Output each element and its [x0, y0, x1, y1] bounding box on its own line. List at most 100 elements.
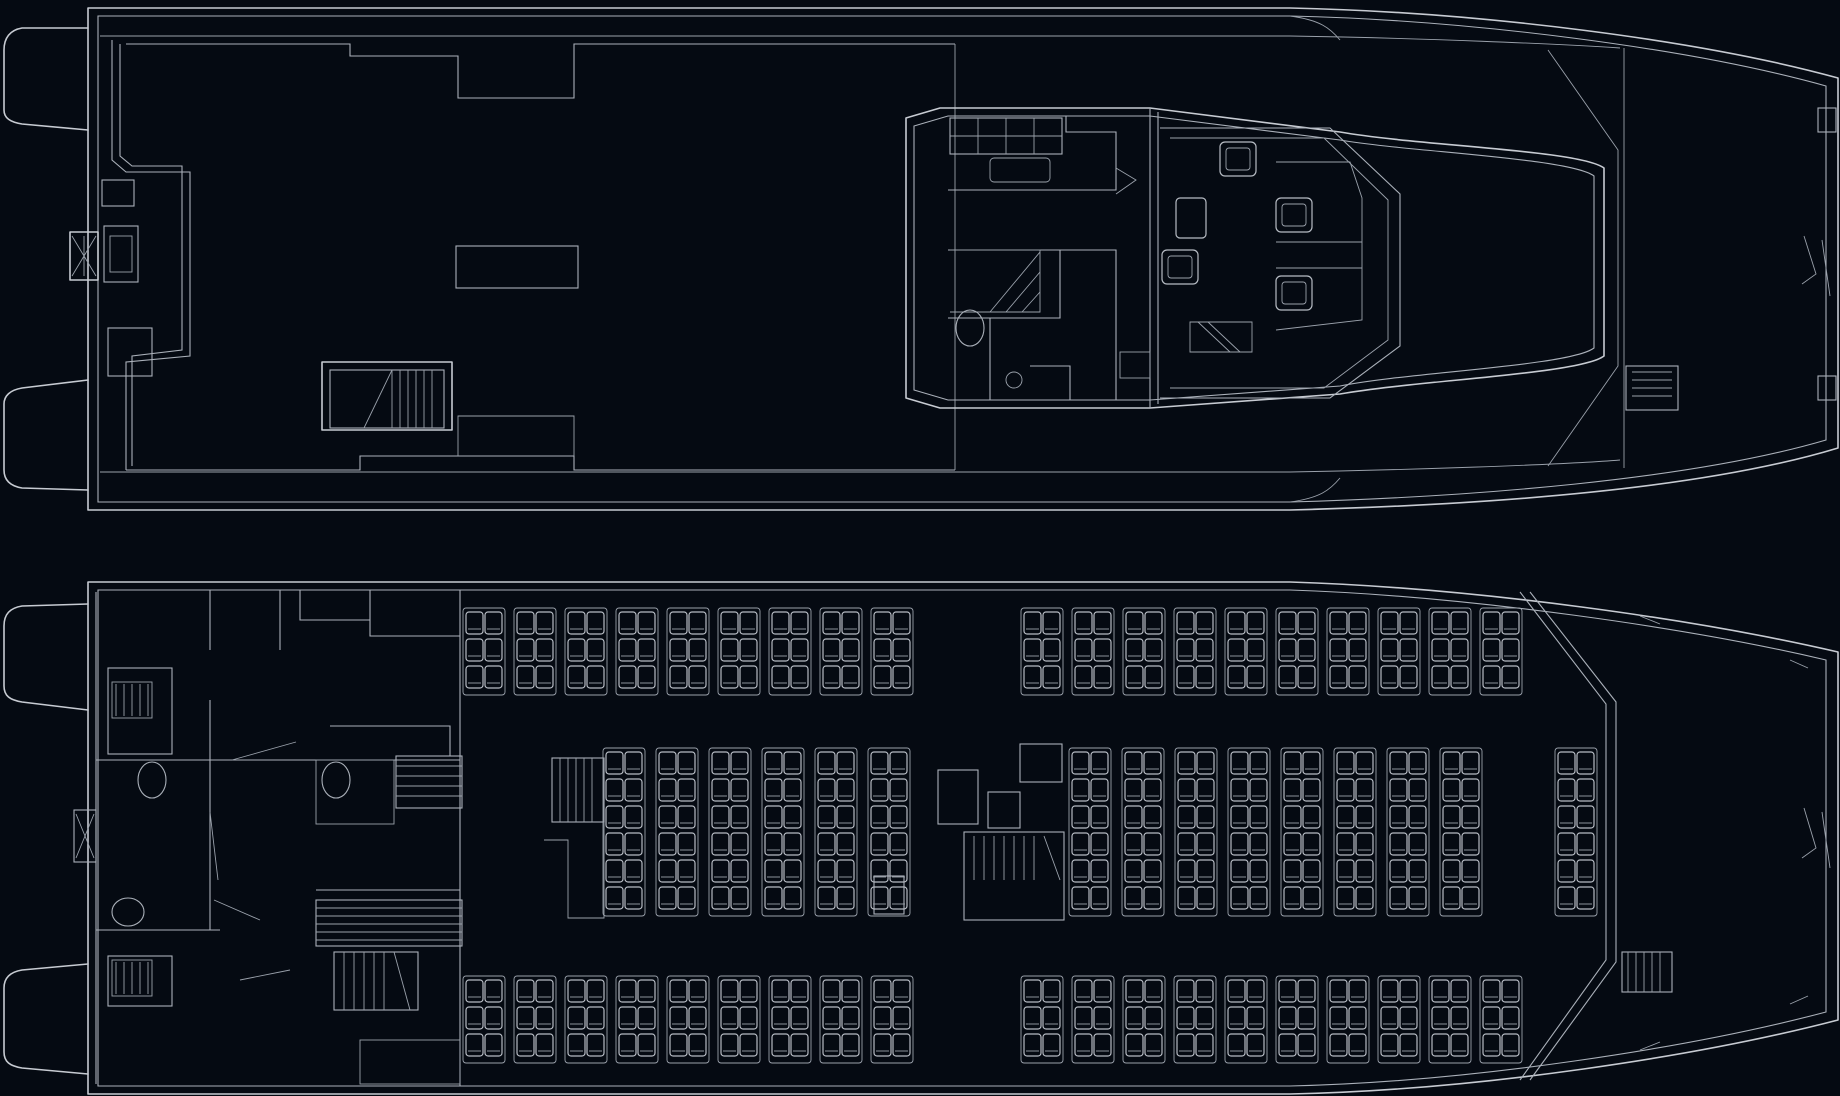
pantry-seat: [937, 769, 979, 825]
seat-column: [1122, 607, 1166, 696]
pantry-counter: [987, 791, 1021, 829]
cabin-settee-cushions: [950, 118, 1062, 154]
main-stern-davit: [73, 809, 97, 863]
seat-column: [602, 747, 646, 917]
passenger-seat: [870, 859, 889, 883]
passenger-seat: [1177, 832, 1196, 856]
head-wc-2: [321, 761, 351, 799]
passenger-seat: [1246, 1033, 1265, 1057]
passenger-seat: [1090, 832, 1109, 856]
stern-davit-frame: [69, 231, 99, 281]
passenger-seat: [1177, 886, 1196, 910]
main-fwd-bulkhead: [1519, 591, 1617, 1081]
passenger-seat: [771, 638, 790, 662]
passenger-seat: [1278, 638, 1297, 662]
bow-fitting-port: [1817, 107, 1837, 133]
passenger-seat: [658, 805, 677, 829]
stern-davit-cross: [71, 235, 97, 277]
passenger-seat: [677, 778, 696, 802]
passenger-seat: [1230, 778, 1249, 802]
passenger-seat: [1090, 859, 1109, 883]
passenger-seat: [1355, 778, 1374, 802]
passenger-seat: [677, 886, 696, 910]
seat-column: [761, 747, 805, 917]
passenger-seat: [1074, 1006, 1093, 1030]
passenger-seat: [790, 1006, 809, 1030]
stern-winch-drum: [109, 235, 133, 273]
passenger-seat: [739, 665, 758, 689]
main-stern-davit-cross: [75, 813, 95, 859]
seat-column: [1068, 747, 1112, 917]
passenger-seat: [688, 665, 707, 689]
passenger-seat: [1249, 751, 1268, 775]
passenger-seat: [1557, 778, 1576, 802]
seat-column: [1020, 975, 1064, 1064]
passenger-seat: [1501, 979, 1520, 1003]
seat-column: [1479, 607, 1523, 696]
passenger-seat: [1195, 1006, 1214, 1030]
main-bow-stair: [1621, 951, 1673, 993]
passenger-seat: [1093, 638, 1112, 662]
passenger-seat: [783, 886, 802, 910]
main-sponson-starboard: [3, 963, 89, 1075]
main-stair-a-treads: [396, 765, 462, 797]
seat-column: [1071, 975, 1115, 1064]
passenger-seat: [1071, 832, 1090, 856]
upper-bow-chine: [1289, 15, 1341, 503]
seat-column: [1173, 607, 1217, 696]
passenger-seat: [841, 611, 860, 635]
passenger-seat: [1227, 1006, 1246, 1030]
passenger-seat: [688, 979, 707, 1003]
seat-column: [666, 975, 710, 1064]
passenger-seat: [1071, 805, 1090, 829]
passenger-seat: [1399, 665, 1418, 689]
passenger-seat: [1355, 805, 1374, 829]
passenger-seat: [637, 1033, 656, 1057]
passenger-seat: [1482, 611, 1501, 635]
passenger-seat: [567, 638, 586, 662]
main-stair-b: [315, 899, 463, 947]
passenger-seat: [1576, 886, 1595, 910]
main-bow-stair-treads: [1627, 952, 1661, 992]
upper-sponson-port: [3, 27, 89, 131]
seat-column: [1377, 975, 1421, 1064]
seat-column: [1386, 747, 1430, 917]
passenger-seat: [1450, 665, 1469, 689]
passenger-seat: [1042, 665, 1061, 689]
passenger-seat: [1195, 1033, 1214, 1057]
passenger-seat: [711, 805, 730, 829]
passenger-seat: [892, 611, 911, 635]
upper-deck-boundary: [126, 43, 955, 471]
passenger-seat: [1408, 859, 1427, 883]
seat-column: [1224, 975, 1268, 1064]
seat-column: [615, 607, 659, 696]
upper-stair-treads: [363, 369, 433, 429]
passenger-seat: [870, 751, 889, 775]
passenger-seat: [1302, 859, 1321, 883]
passenger-seat: [1450, 1006, 1469, 1030]
bridge-steps: [1189, 321, 1253, 353]
passenger-seat: [817, 778, 836, 802]
passenger-seat: [1408, 778, 1427, 802]
passenger-seat: [1074, 638, 1093, 662]
passenger-seat: [1501, 665, 1520, 689]
passenger-seat: [790, 1033, 809, 1057]
seat-column: [1121, 747, 1165, 917]
passenger-seat: [1336, 859, 1355, 883]
passenger-seat: [535, 611, 554, 635]
passenger-seat: [817, 886, 836, 910]
passenger-seat: [1389, 886, 1408, 910]
passenger-seat: [1090, 886, 1109, 910]
passenger-seat: [1074, 611, 1093, 635]
passenger-seat: [739, 1033, 758, 1057]
stern-winch: [103, 225, 139, 283]
passenger-seat: [1042, 1006, 1061, 1030]
bridge-console-inner: [1170, 137, 1389, 389]
passenger-seat: [771, 1006, 790, 1030]
seat-block-bow-side: [1554, 747, 1598, 917]
passenger-seat: [618, 665, 637, 689]
passenger-seat: [1249, 778, 1268, 802]
bow-stair: [1625, 365, 1679, 411]
main-bow-anchor: [1801, 807, 1831, 869]
passenger-seat: [1389, 805, 1408, 829]
